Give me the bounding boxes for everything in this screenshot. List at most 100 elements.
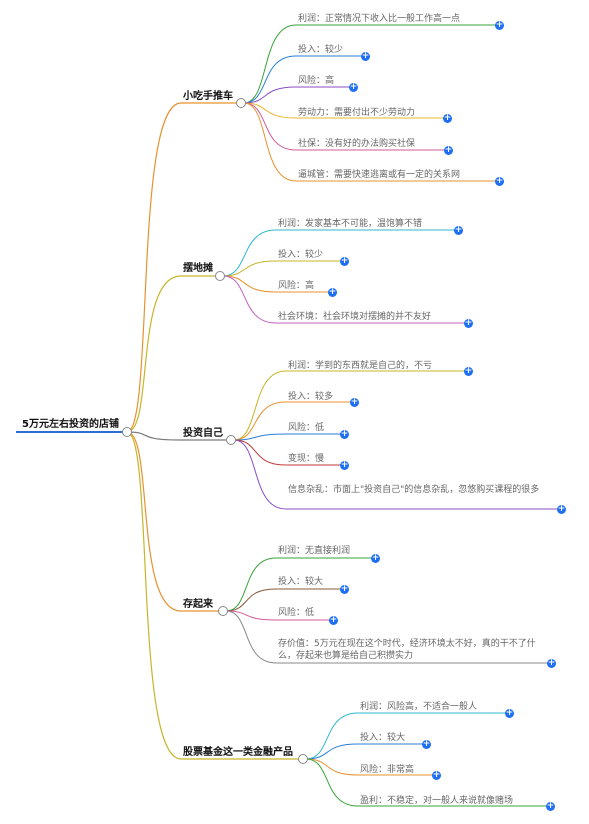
leaf-node: 风险：低: [278, 606, 314, 620]
leaf-connector: [243, 102, 445, 151]
leaf-node: 社保：没有好的办法购买社保: [298, 137, 415, 151]
leaf-text: 风险：低: [288, 423, 325, 433]
leaf-text: 投入：较大: [360, 733, 406, 743]
expand-plus-icon[interactable]: +: [432, 770, 441, 780]
branch-node-stocks-funds[interactable]: 股票基金这一类金融产品: [183, 746, 293, 760]
leaf-connector: [222, 260, 341, 277]
leaf-connector: [225, 610, 330, 621]
expand-plus-icon[interactable]: +: [547, 658, 556, 668]
leaf-text: 投入：较大: [278, 577, 324, 587]
leaf-connector: [233, 439, 341, 466]
branch-label: 存起来: [183, 599, 213, 610]
branch-collapse-knob[interactable]: [218, 606, 228, 616]
leaf-connector: [233, 370, 465, 441]
leaf-connector: [222, 275, 465, 324]
branch-collapse-knob[interactable]: [236, 98, 246, 108]
expand-plus-icon[interactable]: +: [340, 429, 349, 439]
leaf-text: 劳动力：需要付出不少劳动力: [298, 108, 416, 118]
expand-plus-icon[interactable]: +: [444, 145, 453, 155]
leaf-node: 风险：低: [288, 421, 324, 435]
leaf-connector: [233, 439, 558, 510]
leaf-connector: [243, 24, 496, 104]
expand-plus-icon[interactable]: +: [340, 460, 349, 470]
expand-plus-icon[interactable]: +: [328, 287, 337, 297]
expand-plus-icon[interactable]: +: [454, 225, 463, 235]
expand-plus-icon[interactable]: +: [329, 615, 338, 625]
branch-node-snack-cart[interactable]: 小吃手推车: [183, 90, 233, 104]
branch-label: 小吃手推车: [183, 91, 233, 102]
root-node[interactable]: 5万元左右投资的店铺: [22, 418, 119, 432]
leaf-node: 投入：较少: [298, 43, 343, 57]
leaf-node: 投入：较大: [278, 575, 323, 589]
branch-label: 投资自己: [183, 428, 223, 439]
leaf-node: 利润：发家基本不可能，温饱算不错: [278, 217, 422, 231]
leaf-connector: [225, 610, 548, 664]
leaf-text: 利润：风险高，不适合一般人: [360, 702, 478, 712]
leaf-text: 社会环境：社会环境对摆摊的并不友好: [278, 312, 432, 322]
expand-plus-icon[interactable]: +: [495, 20, 504, 30]
leaf-node: 利润：无直接利润: [278, 544, 350, 558]
branch-label: 股票基金这一类金融产品: [183, 747, 293, 758]
leaf-node: 社会环境：社会环境对摆摊的并不友好: [278, 310, 431, 324]
expand-plus-icon[interactable]: +: [464, 366, 473, 376]
expand-plus-icon[interactable]: +: [350, 397, 359, 407]
expand-plus-icon[interactable]: +: [464, 318, 473, 328]
leaf-connector: [222, 229, 455, 277]
branch-connector: [126, 431, 182, 760]
expand-plus-icon[interactable]: +: [422, 739, 431, 749]
leaf-connector: [305, 758, 433, 776]
leaf-node: 存价值：5万元在现在这个时代，经济环境太不好，真的干不了什么，存起来也算是给自己…: [278, 638, 548, 662]
leaf-node: 劳动力：需要付出不少劳动力: [298, 106, 415, 120]
expand-plus-icon[interactable]: +: [349, 82, 358, 92]
leaf-text: 信息杂乱：市面上"投资自己"的信息杂乱，忽悠购买课程的很多: [288, 485, 540, 495]
expand-plus-icon[interactable]: +: [371, 553, 380, 563]
expand-plus-icon[interactable]: +: [340, 584, 349, 594]
branch-collapse-knob[interactable]: [298, 754, 308, 764]
leaf-text: 风险：高: [298, 76, 335, 86]
leaf-connector: [305, 743, 423, 760]
branch-node-invest-self[interactable]: 投资自己: [183, 427, 223, 441]
leaf-connector: [225, 588, 341, 612]
leaf-node: 信息杂乱：市面上"投资自己"的信息杂乱，忽悠购买课程的很多: [288, 484, 558, 496]
expand-plus-icon[interactable]: +: [443, 113, 452, 123]
leaf-connector: [305, 712, 506, 760]
leaf-node: 投入：较少: [278, 248, 323, 262]
branch-node-save-money[interactable]: 存起来: [183, 598, 213, 612]
leaf-connector: [233, 401, 351, 441]
leaf-connector: [222, 275, 329, 293]
leaf-node: 投入：较大: [360, 731, 405, 745]
leaf-text: 投入：较多: [288, 392, 334, 402]
leaf-connector: [243, 55, 362, 104]
leaf-node: 风险：高: [298, 74, 334, 88]
leaf-node: 投入：较多: [288, 390, 333, 404]
expand-plus-icon[interactable]: +: [505, 708, 514, 718]
leaf-text: 投入：较少: [278, 250, 324, 260]
leaf-node: 变现：慢: [288, 452, 324, 466]
leaf-text: 利润：发家基本不可能，温饱算不错: [278, 219, 423, 229]
branch-connector: [126, 275, 182, 433]
leaf-text: 风险：非常高: [360, 765, 415, 775]
expand-plus-icon[interactable]: +: [361, 51, 370, 61]
branch-node-street-stall[interactable]: 摆地摊: [183, 262, 213, 276]
branch-connector: [126, 431, 182, 441]
leaf-text: 利润：无直接利润: [278, 546, 351, 556]
branch-collapse-knob[interactable]: [226, 435, 236, 445]
branch-connector: [126, 102, 182, 433]
leaf-text: 社保：没有好的办法购买社保: [298, 139, 416, 149]
leaf-text: 风险：低: [278, 608, 315, 618]
leaf-connector: [243, 102, 444, 119]
leaf-node: 逼城管：需要快速逃离或有一定的关系网: [298, 168, 460, 182]
expand-plus-icon[interactable]: +: [340, 256, 349, 266]
root-collapse-knob[interactable]: [122, 427, 132, 437]
branch-label: 摆地摊: [183, 263, 213, 274]
leaf-node: 利润：学到的东西就是自己的，不亏: [288, 359, 432, 373]
leaf-node: 风险：非常高: [360, 763, 414, 777]
leaf-node: 风险：高: [278, 279, 314, 293]
branch-collapse-knob[interactable]: [215, 271, 225, 281]
leaf-text: 风险：高: [278, 281, 315, 291]
leaf-text: 逼城管：需要快速逃离或有一定的关系网: [298, 170, 461, 180]
expand-plus-icon[interactable]: +: [557, 504, 566, 514]
leaf-node: 利润：风险高，不适合一般人: [360, 700, 477, 714]
expand-plus-icon[interactable]: +: [546, 801, 555, 811]
expand-plus-icon[interactable]: +: [495, 176, 504, 186]
